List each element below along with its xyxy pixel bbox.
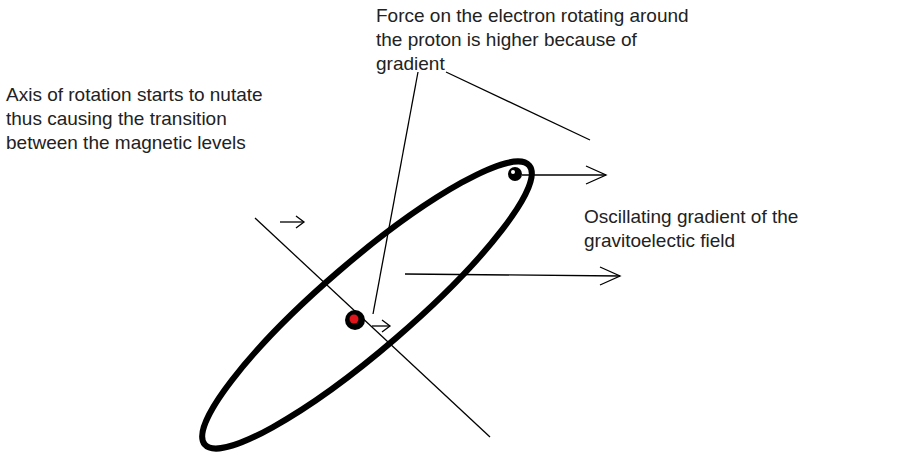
orbit-ellipse	[176, 132, 558, 468]
electron-highlight	[511, 170, 515, 174]
force-arrow	[372, 320, 390, 332]
electron	[508, 167, 522, 181]
leader-line	[373, 72, 418, 314]
annotation-text: Oscillating gradient of the gravitoelect…	[584, 205, 892, 253]
gradient-arrow	[405, 267, 620, 285]
annotation-text: Axis of rotation starts to nutate thus c…	[6, 83, 286, 155]
leader-line	[446, 72, 590, 140]
annotation-text: Force on the electron rotating around th…	[376, 4, 696, 76]
proton	[345, 310, 365, 330]
rotation-axis	[255, 218, 490, 437]
proton-core	[350, 315, 359, 324]
axis-arrow	[280, 216, 304, 228]
electron-arrow	[522, 166, 606, 184]
